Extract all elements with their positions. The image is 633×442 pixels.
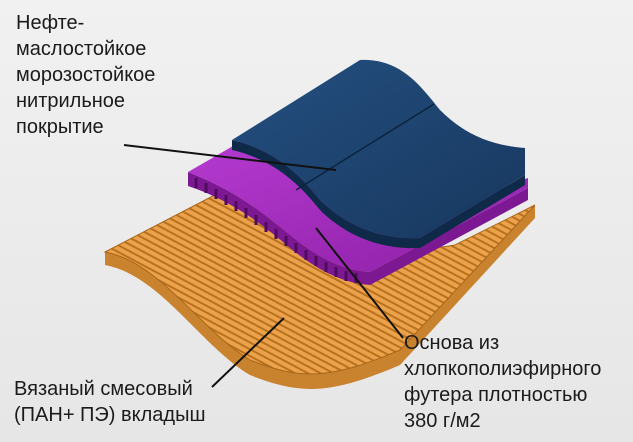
label-coating-line: нитрильное — [16, 90, 126, 112]
label-base-line: хлопкополиэфирного — [404, 358, 602, 380]
leader-line-coating — [123, 144, 337, 171]
label-liner-line: Вязаный смесовый — [14, 378, 193, 400]
coating-side-edge — [232, 140, 525, 249]
coating-top-surface — [232, 59, 525, 239]
liner-side-edge — [105, 205, 535, 389]
label-base-line: Основа из — [404, 332, 500, 354]
label-base: Основа из хлопкополиэфирного футера плот… — [404, 330, 601, 434]
label-base-line: футера плотностью — [404, 384, 588, 406]
label-coating-line: Нефте- — [16, 12, 85, 34]
leader-line-liner — [211, 317, 285, 388]
label-liner: Вязаный смесовый (ПАН+ ПЭ) вкладыш — [14, 376, 206, 428]
nitrile-coating-layer — [232, 59, 525, 249]
base-ribbed-edge — [188, 172, 528, 285]
leader-line-base — [315, 227, 404, 339]
label-coating-line: маслостойкое — [16, 38, 147, 60]
label-base-line: 380 г/м2 — [404, 410, 481, 432]
base-ribs — [194, 178, 358, 283]
label-coating: Нефте- маслостойкое морозостойкое нитрил… — [16, 10, 155, 140]
coating-seam — [295, 103, 435, 191]
label-coating-line: покрытие — [16, 116, 104, 138]
label-liner-line: (ПАН+ ПЭ) вкладыш — [14, 404, 206, 426]
label-coating-line: морозостойкое — [16, 64, 156, 86]
